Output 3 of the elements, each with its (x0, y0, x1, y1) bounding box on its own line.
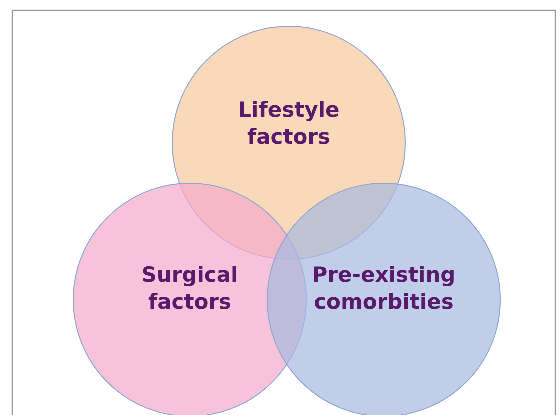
circle-label: Surgical factors (140, 262, 240, 316)
circle-label: Pre-existing comorbities (311, 262, 457, 316)
circle-label: Lifestyle factors (237, 97, 341, 152)
